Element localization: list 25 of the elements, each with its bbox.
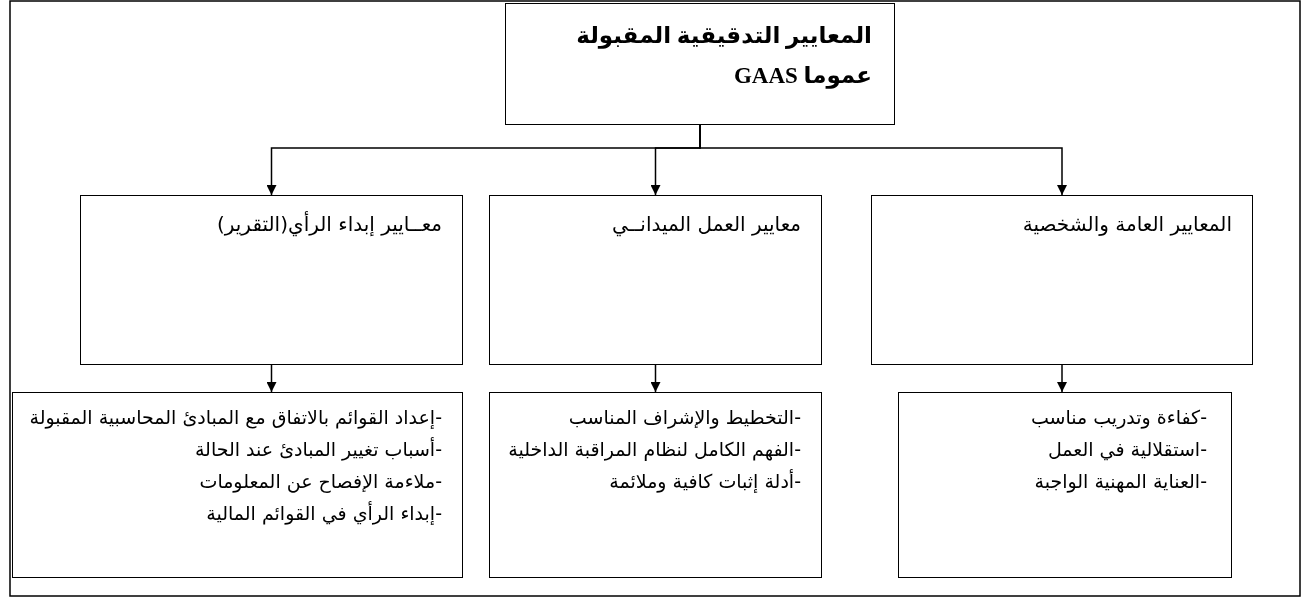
title-box — [505, 3, 895, 125]
arrow — [266, 364, 277, 393]
arrow — [1057, 364, 1067, 393]
list-item: -التخطيط والإشراف المناسب — [567, 405, 801, 431]
list-item: -أسباب تغيير المبادئ عند الحالة — [193, 436, 442, 463]
list-item: -إعداد القوائم بالاتفاق مع المبادئ المحاسبية المقبولة — [28, 405, 442, 431]
list-box — [489, 392, 822, 578]
arrow — [650, 364, 661, 393]
category-box — [489, 195, 822, 365]
title-text: المعايير التدقيقية المقبولة عموما GAAS — [575, 22, 872, 91]
list-item: -الفهم الكامل لنظام المراقبة الداخلية — [507, 437, 801, 463]
list-item: -استقلالية في العمل — [1046, 437, 1207, 463]
category-heading: المعايير العامة والشخصية — [1021, 211, 1232, 238]
arrow — [266, 124, 701, 196]
category-heading: معايير العمل الميدانــي — [610, 211, 801, 239]
category-box — [80, 195, 463, 365]
category-heading: معــايير إبداء الرأي(التقرير) — [215, 210, 442, 239]
category-box — [871, 195, 1253, 365]
list-box — [898, 392, 1232, 578]
list-box — [12, 392, 463, 578]
list-item: -ملاءمة الإفصاح عن المعلومات — [198, 469, 442, 495]
list-item: -إبداء الرأي في القوائم المالية — [205, 500, 442, 527]
list-item: -العناية المهنية الواجبة — [1033, 469, 1207, 495]
list-item: -كفاءة وتدريب مناسب — [1029, 405, 1207, 431]
list-item: -أدلة إثبات كافية وملائمة — [608, 468, 801, 495]
